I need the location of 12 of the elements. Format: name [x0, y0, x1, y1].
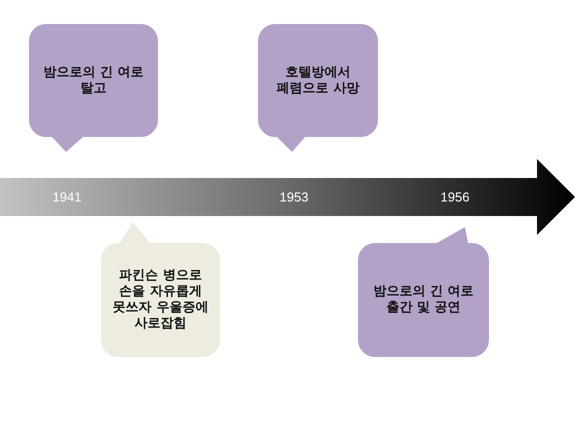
speech-bubble: [101, 222, 220, 357]
speech-bubble: [258, 24, 378, 152]
year-label: 1956: [440, 190, 470, 204]
event-text: 밤으로의 긴 여로 출간 및 공연: [372, 284, 475, 316]
year-label: 1953: [280, 190, 308, 204]
event-text: 밤으로의 긴 여로 탈고: [42, 64, 145, 96]
timeline-arrow: [0, 159, 575, 235]
speech-bubble: [358, 227, 489, 357]
event-text: 파킨슨 병으로 손을 자유롭게 못쓰자 우울증에 사로잡힘: [112, 268, 210, 332]
speech-bubble: [29, 24, 158, 152]
year-label: 1941: [52, 190, 82, 204]
event-text: 호텔방에서 폐렴으로 사망: [276, 64, 360, 96]
